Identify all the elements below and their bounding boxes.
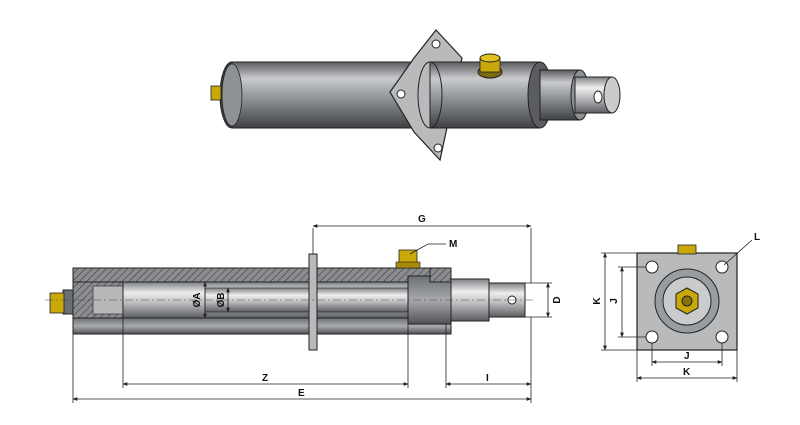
- dim-label-d: D: [552, 296, 563, 303]
- top-fitting-icon: [677, 244, 697, 255]
- dim-label-l: L: [754, 232, 760, 243]
- side-section-view: [45, 249, 535, 351]
- end-view: [636, 244, 738, 351]
- rear-fitting-icon: [210, 85, 222, 101]
- dim-label-g: G: [418, 214, 426, 225]
- end-view-dimensions: [601, 239, 753, 382]
- dim-label-diameter-a: ØA: [192, 293, 203, 308]
- dim-label-z: Z: [262, 373, 268, 384]
- dim-label-j-bottom: J: [684, 351, 690, 362]
- dim-label-j-side: J: [609, 298, 620, 304]
- dim-label-m: M: [449, 239, 457, 250]
- dim-label-k-side: K: [592, 297, 603, 305]
- isometric-view: [210, 29, 621, 162]
- dim-label-i: I: [486, 373, 489, 384]
- rear-plug-icon: [49, 292, 65, 314]
- dimension-lines: [72, 224, 552, 403]
- dim-label-e: E: [298, 388, 305, 399]
- dim-label-k-bottom: K: [683, 367, 691, 378]
- dim-label-diameter-b: ØB: [216, 293, 227, 308]
